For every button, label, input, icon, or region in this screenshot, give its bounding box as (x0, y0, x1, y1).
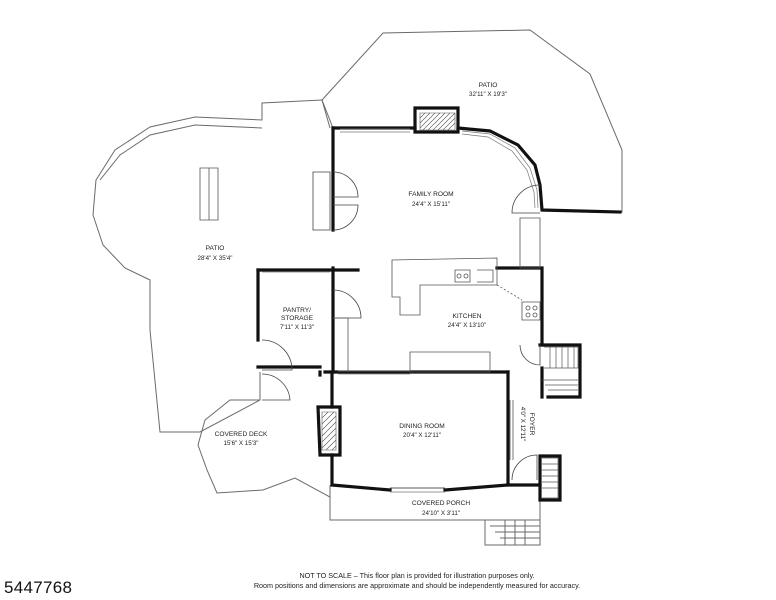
patio-outlines (92, 29, 623, 546)
room-name-pantry-2: STORAGE (281, 315, 314, 322)
kitchen-fixtures (199, 167, 541, 373)
room-dims-kitchen: 24'4" X 13'10" (448, 322, 486, 329)
doors (261, 171, 541, 489)
fireplace-dining (321, 411, 337, 451)
room-name-kitchen: KITCHEN (453, 313, 482, 320)
listing-id: 5447768 (4, 578, 73, 597)
room-name-pantry: PANTRY/ (283, 307, 311, 314)
room-name-covered-deck: COVERED DECK (215, 431, 268, 438)
room-dims-covered-deck: 15'6" X 15'3" (224, 440, 259, 447)
room-dims-patio-left: 28'4" X 35'4" (198, 255, 233, 262)
room-dims-covered-porch: 24'10" X 3'11" (422, 510, 460, 517)
room-dims-foyer: 4'0" X 12'11" (519, 407, 526, 442)
foyer-arch (509, 400, 514, 460)
room-name-patio-top: PATIO (479, 82, 498, 89)
room-name-foyer: FOYER (528, 413, 535, 436)
disclaimer: NOT TO SCALE – This floor plan is provid… (0, 571, 776, 591)
room-dims-pantry: 7'11" X 11'3" (280, 324, 314, 331)
fireplace-top (419, 112, 456, 131)
disclaimer-line-2: Room positions and dimensions are approx… (253, 581, 581, 590)
stairs (542, 346, 579, 499)
walls (256, 106, 622, 502)
room-name-patio-left: PATIO (206, 245, 225, 252)
disclaimer-line-1: NOT TO SCALE – This floor plan is provid… (299, 571, 535, 580)
room-dims-patio-top: 32'11" X 19'3" (469, 91, 507, 98)
room-labels: PATIO 32'11" X 19'3" FAMILY ROOM 24'4" X… (198, 82, 535, 517)
room-dims-family-room: 24'4" X 15'11" (412, 201, 450, 208)
room-name-dining-room: DINING ROOM (399, 423, 444, 430)
room-name-covered-porch: COVERED PORCH (412, 500, 470, 507)
room-name-family-room: FAMILY ROOM (408, 191, 453, 198)
room-dims-dining-room: 20'4" X 12'11" (403, 432, 441, 439)
